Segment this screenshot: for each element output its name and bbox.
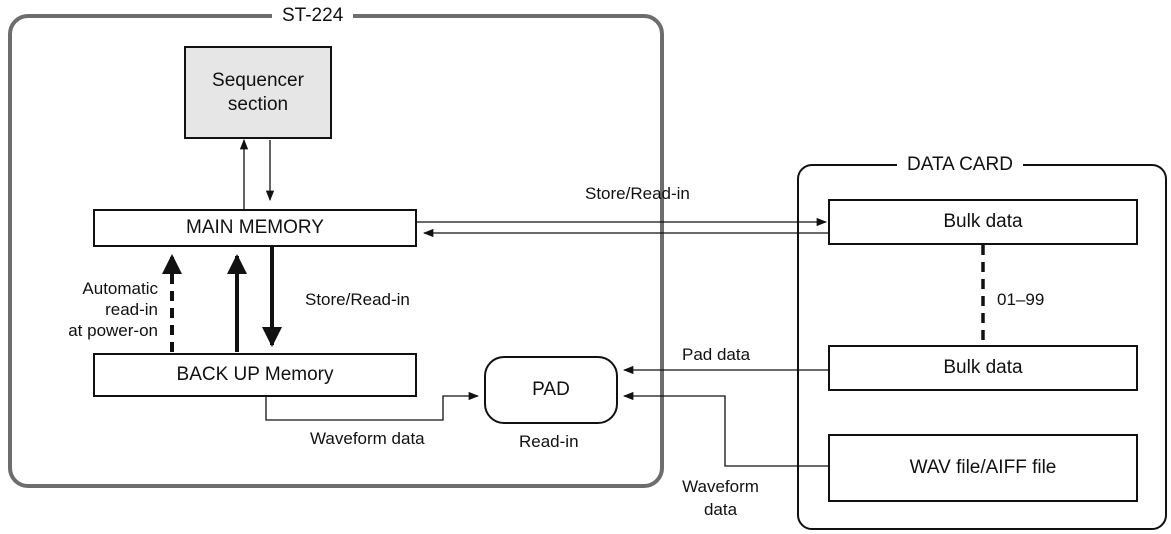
bulk-data-top-box: Bulk data	[828, 199, 1138, 245]
main-memory-label: MAIN MEMORY	[186, 217, 324, 238]
backup-memory-box: BACK UP Memory	[93, 353, 417, 397]
store-readin-card-label: Store/Read-in	[585, 184, 690, 203]
card-title: DATA CARD	[897, 154, 1023, 176]
arrow-waveform-card	[622, 391, 828, 467]
sequencer-section-box: Sequencer section	[184, 46, 332, 139]
auto-readin-line3: at power-on	[68, 321, 158, 340]
wav-file-box: WAV file/AIFF file	[828, 434, 1138, 502]
range-label: 01–99	[997, 290, 1045, 309]
wav-file-label: WAV file/AIFF file	[909, 457, 1057, 478]
bulk-data-bottom-label: Bulk data	[943, 357, 1023, 378]
auto-readin-line1: Automatic	[82, 279, 158, 298]
auto-readin-label: Automatic read-in at power-on	[18, 278, 158, 341]
bulk-data-bottom-box: Bulk data	[828, 345, 1138, 391]
pad-data-label: Pad data	[682, 345, 751, 364]
readin-label: Read-in	[519, 432, 579, 451]
sequencer-label-line1: Sequencer	[212, 69, 304, 91]
pad-label: PAD	[532, 379, 570, 400]
sequencer-label-line2: section	[227, 93, 289, 115]
bulk-data-top-label: Bulk data	[943, 211, 1023, 232]
device-title: ST-224	[272, 5, 354, 27]
waveform-card-label: Waveform data	[663, 475, 778, 521]
main-memory-box: MAIN MEMORY	[93, 209, 417, 247]
waveform-card-line1: Waveform	[682, 477, 759, 496]
store-readin-internal-label: Store/Read-in	[305, 290, 410, 309]
waveform-card-line2: data	[703, 500, 738, 519]
backup-memory-label: BACK UP Memory	[176, 364, 334, 385]
auto-readin-line2: read-in	[105, 300, 158, 319]
waveform-internal-label: Waveform data	[310, 429, 425, 448]
arrow-waveform-internal	[265, 391, 480, 421]
pad-box: PAD	[484, 356, 618, 424]
